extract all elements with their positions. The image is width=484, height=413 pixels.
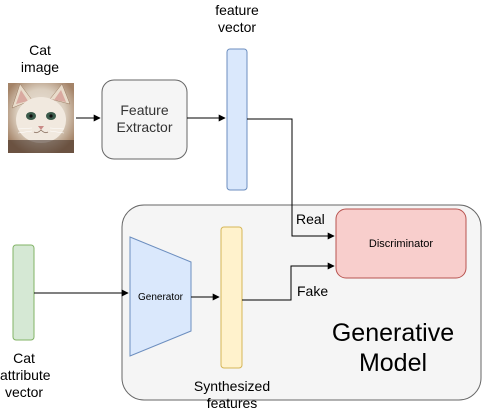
feature-extractor-box	[101, 79, 188, 160]
arrow-real	[247, 118, 335, 240]
arrow-fake	[242, 262, 335, 301]
cat-image	[8, 83, 74, 153]
feature-extractor-label: Feature Extractor	[116, 102, 173, 135]
generator-label: Generator	[137, 292, 184, 303]
fake-label: Fake	[297, 283, 329, 299]
real-label: Real	[296, 211, 325, 227]
generator-shape	[129, 236, 192, 357]
cat-image-label: Cat image	[20, 42, 60, 75]
feature-vector-bar	[226, 48, 248, 191]
synthesized-features-bar	[220, 226, 243, 369]
cat-attribute-vector-label: Cat attribute vector	[0, 350, 51, 400]
feature-vector-label: feature vector	[215, 2, 259, 35]
attribute-vector-bar	[12, 244, 35, 341]
discriminator-label: Discriminator	[368, 238, 434, 250]
discriminator-box	[335, 208, 467, 279]
generative-model-label: Generative Model	[331, 319, 455, 377]
synthesized-features-label: Synthesized features	[193, 378, 271, 411]
